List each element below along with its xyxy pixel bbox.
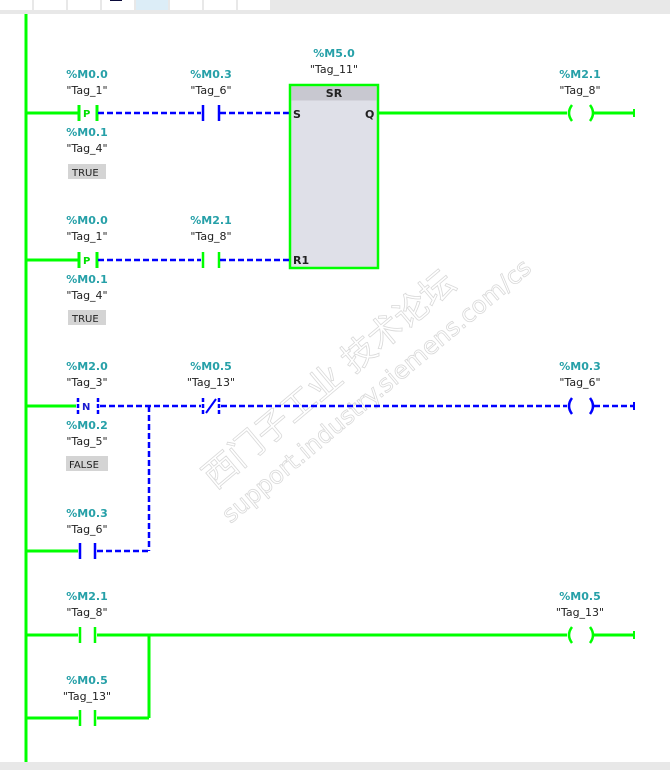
operand-tag: "Tag_6" xyxy=(190,84,231,97)
no-contact-tag-8[interactable] xyxy=(201,252,221,268)
network-1-reset: P %M0.0 "Tag_1" %M0.1 "Tag_4" TRUE %M2.1… xyxy=(26,214,290,325)
toolbar-button-5[interactable] xyxy=(136,0,168,10)
network-1: P %M0.0 "Tag_1" %M0.1 "Tag_4" TRUE %M0.3… xyxy=(26,47,635,270)
toolbar xyxy=(0,0,670,14)
edge-memory-address: %M0.1 xyxy=(66,273,107,286)
operand-address: %M0.5 xyxy=(66,674,107,687)
toolbar-button-3[interactable] xyxy=(68,0,100,10)
toolbar-button-6[interactable] xyxy=(170,0,202,10)
pin-q: Q xyxy=(365,108,374,121)
network-2: N %M2.0 "Tag_3" %M0.2 "Tag_5" FALSE %M0.… xyxy=(26,360,635,559)
edge-memory-address: %M0.2 xyxy=(66,419,107,432)
edge-memory-tag: "Tag_4" xyxy=(66,289,107,302)
operand-tag: "Tag_1" xyxy=(66,84,107,97)
toolbar-indicator xyxy=(110,0,122,1)
value-badge-text: TRUE xyxy=(71,168,99,179)
status-bar xyxy=(0,762,670,770)
contact-type-n: N xyxy=(82,402,90,413)
network-3: %M2.1 "Tag_8" %M0.5 "Tag_13" %M0.5 "Tag_… xyxy=(26,590,635,726)
operand-tag: "Tag_8" xyxy=(190,230,231,243)
no-contact-tag-8[interactable] xyxy=(78,627,97,643)
coil-tag: "Tag_6" xyxy=(559,376,600,389)
toolbar-button-8[interactable] xyxy=(238,0,270,10)
value-badge-text: FALSE xyxy=(69,460,99,471)
operand-address: %M0.3 xyxy=(190,68,231,81)
operand-address: %M0.3 xyxy=(66,507,107,520)
operand-address: %M0.0 xyxy=(66,68,108,81)
coil-tag: "Tag_13" xyxy=(556,606,604,619)
toolbar-button-7[interactable] xyxy=(204,0,236,10)
edge-memory-tag: "Tag_5" xyxy=(66,435,107,448)
operand-tag: "Tag_13" xyxy=(187,376,235,389)
n-contact-tag-3[interactable]: N xyxy=(76,398,100,414)
value-badge xyxy=(66,456,108,471)
toolbar-button-2[interactable] xyxy=(34,0,66,10)
no-contact-tag-6[interactable] xyxy=(201,105,221,121)
operand-tag: "Tag_13" xyxy=(63,690,111,703)
pin-s: S xyxy=(293,108,301,121)
coil-address: %M2.1 xyxy=(559,68,600,81)
coil-tag-6[interactable] xyxy=(567,397,595,415)
nc-contact-tag-13[interactable] xyxy=(201,398,221,414)
operand-address: %M0.0 xyxy=(66,214,108,227)
operand-tag: "Tag_3" xyxy=(66,376,107,389)
toolbar-button-4[interactable] xyxy=(102,0,134,10)
operand-tag: "Tag_8" xyxy=(66,606,107,619)
block-address: %M5.0 xyxy=(313,47,355,60)
contact-type-p: P xyxy=(83,109,90,120)
edge-memory-address: %M0.1 xyxy=(66,126,107,139)
p-contact-tag-1[interactable]: P xyxy=(77,252,99,268)
watermark-line2: support.industry.siemens.com/cs xyxy=(216,253,536,528)
operand-tag: "Tag_6" xyxy=(66,523,107,536)
coil-tag-8[interactable] xyxy=(567,104,595,122)
contact-type-p: P xyxy=(83,256,90,267)
block-title: SR xyxy=(326,87,343,100)
operand-address: %M0.5 xyxy=(190,360,231,373)
coil-address: %M0.3 xyxy=(559,360,600,373)
pin-r1: R1 xyxy=(293,254,309,267)
toolbar-button-1[interactable] xyxy=(0,0,32,10)
p-contact-tag-1[interactable]: P xyxy=(77,105,99,121)
value-badge xyxy=(68,310,106,325)
block-tag: "Tag_11" xyxy=(310,63,358,76)
operand-tag: "Tag_1" xyxy=(66,230,107,243)
watermark-line1: 西门子工业 技术论坛 xyxy=(195,263,463,497)
operand-address: %M2.0 xyxy=(66,360,108,373)
operand-address: %M2.1 xyxy=(66,590,107,603)
edge-memory-tag: "Tag_4" xyxy=(66,142,107,155)
no-contact-tag-6[interactable] xyxy=(78,543,97,559)
coil-address: %M0.5 xyxy=(559,590,600,603)
value-badge xyxy=(68,164,106,179)
value-badge-text: TRUE xyxy=(71,314,99,325)
no-contact-tag-13[interactable] xyxy=(78,710,97,726)
sr-block[interactable]: SR S Q R1 xyxy=(288,83,380,270)
coil-tag-13[interactable] xyxy=(567,626,595,644)
operand-address: %M2.1 xyxy=(190,214,231,227)
coil-tag: "Tag_8" xyxy=(559,84,600,97)
